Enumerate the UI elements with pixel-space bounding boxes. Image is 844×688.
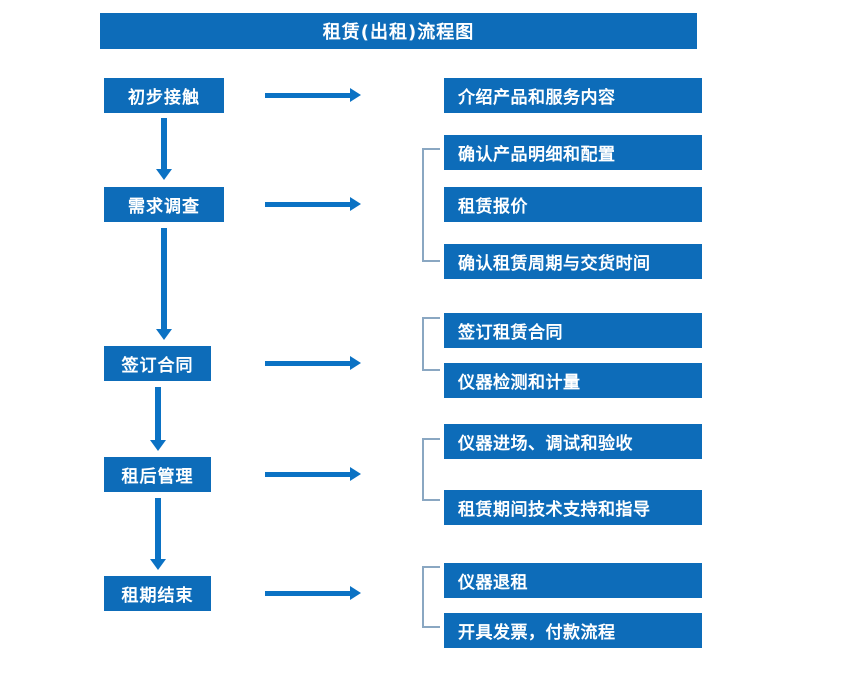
bracket-post-rental-group <box>422 438 440 501</box>
detail-box-instrument-inspection[interactable]: 仪器检测和计量 <box>444 363 702 398</box>
detail-box-confirm-rental-period[interactable]: 确认租赁周期与交货时间 <box>444 244 702 279</box>
stage-box-initial-contact[interactable]: 初步接触 <box>104 78 224 113</box>
detail-box-instrument-return[interactable]: 仪器退租 <box>444 563 702 598</box>
down-arrow-contract-to-management <box>150 387 166 451</box>
diagram-title: 租赁(出租)流程图 <box>100 13 697 49</box>
down-arrow-initial-to-survey <box>156 118 172 180</box>
right-arrow-from-post-rental-management <box>265 467 361 481</box>
detail-box-rental-technical-support[interactable]: 租赁期间技术支持和指导 <box>444 490 702 525</box>
stage-box-rental-end[interactable]: 租期结束 <box>104 576 211 611</box>
bracket-sign-contract-group <box>422 317 440 371</box>
stage-box-demand-survey[interactable]: 需求调查 <box>104 187 224 222</box>
bracket-rental-end-group <box>422 566 440 628</box>
bracket-demand-survey-group <box>422 148 440 262</box>
detail-box-invoice-payment[interactable]: 开具发票，付款流程 <box>444 613 702 648</box>
down-arrow-survey-to-contract <box>156 228 172 340</box>
right-arrow-from-sign-contract <box>265 356 361 370</box>
detail-box-instrument-entry-commissioning[interactable]: 仪器进场、调试和验收 <box>444 424 702 459</box>
detail-box-introduce-products[interactable]: 介绍产品和服务内容 <box>444 78 702 113</box>
right-arrow-from-demand-survey <box>265 197 361 211</box>
down-arrow-management-to-end <box>150 498 166 570</box>
right-arrow-from-rental-end <box>265 586 361 600</box>
detail-box-sign-rental-contract[interactable]: 签订租赁合同 <box>444 313 702 348</box>
stage-box-sign-contract[interactable]: 签订合同 <box>104 346 211 381</box>
right-arrow-from-initial-contact <box>265 88 361 102</box>
stage-box-post-rental-management[interactable]: 租后管理 <box>104 457 211 492</box>
detail-box-confirm-product-details[interactable]: 确认产品明细和配置 <box>444 135 702 170</box>
detail-box-rental-quotation[interactable]: 租赁报价 <box>444 187 702 222</box>
